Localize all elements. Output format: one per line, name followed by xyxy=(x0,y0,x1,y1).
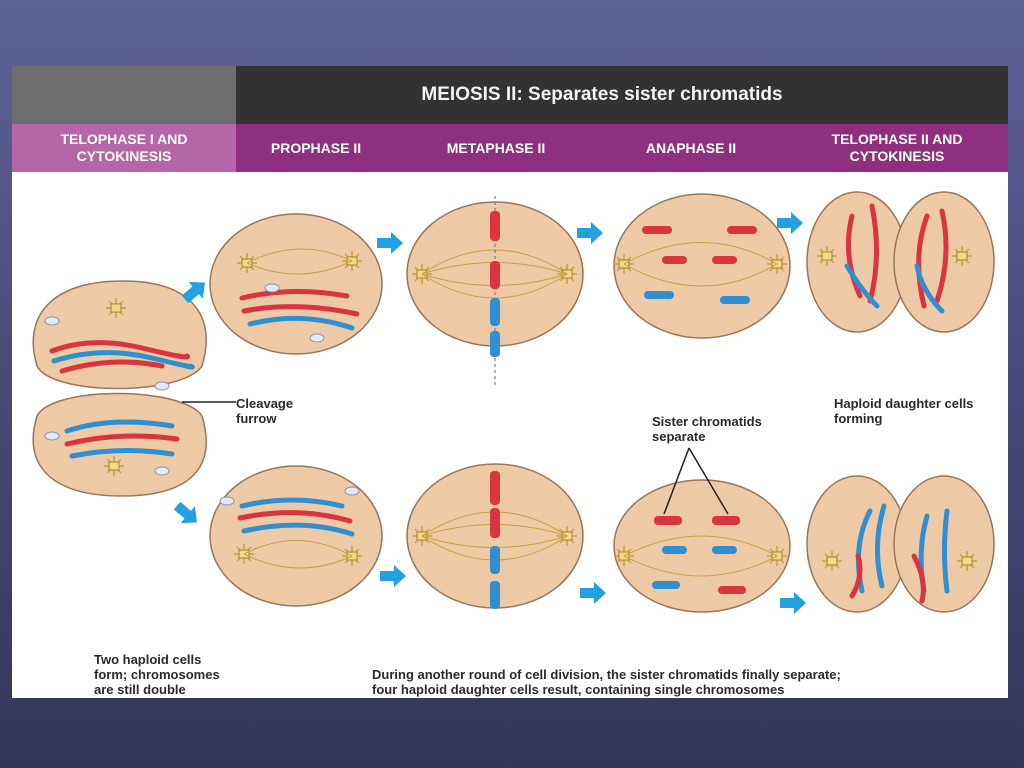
sister-line-2: separate xyxy=(652,429,706,444)
summary-line-1: During another round of cell division, t… xyxy=(372,667,841,682)
two-haploid-line-2: form; chromosomes xyxy=(94,667,220,682)
haploid-line-1: Haploid daughter cells xyxy=(834,396,974,411)
sister-line-1: Sister chromatids xyxy=(652,414,762,429)
sister-chromatids-pointer xyxy=(663,447,729,515)
telophase-ii-cells-top xyxy=(806,191,995,333)
two-haploid-label: Two haploid cells form; chromosomes are … xyxy=(94,652,220,697)
arrow-metaphase-to-anaphase-bottom xyxy=(580,582,606,604)
telophase-ii-cells-bottom xyxy=(806,475,995,613)
cleavage-furrow-line-2: furrow xyxy=(236,411,277,426)
prophase-ii-cell-top xyxy=(209,213,383,355)
arrow-prophase-to-metaphase-bottom xyxy=(380,565,406,587)
anaphase-ii-cell-bottom xyxy=(613,479,791,613)
stage-metaphase-ii: METAPHASE II xyxy=(446,139,546,156)
stage-prophase-ii: PROPHASE II xyxy=(270,139,362,156)
arrow-metaphase-to-anaphase-top xyxy=(577,222,603,244)
stage-anaphase-ii: ANAPHASE II xyxy=(645,139,737,156)
haploid-line-2: forming xyxy=(834,411,883,426)
arrow-anaphase-to-telophase-top xyxy=(777,212,803,234)
prophase-ii-cell-bottom xyxy=(209,465,383,607)
two-haploid-line-1: Two haploid cells xyxy=(94,652,202,667)
stage-telophase-i: TELOPHASE I AND CYTOKINESIS xyxy=(60,131,188,164)
telophase-i-cell-top xyxy=(32,280,207,391)
haploid-forming-label: Haploid daughter cells forming xyxy=(834,396,973,426)
arrow-telophase-to-prophase-bottom xyxy=(169,497,205,531)
stage-first-band xyxy=(12,124,236,172)
arrow-prophase-to-metaphase-top xyxy=(377,232,403,254)
cleavage-furrow-line-1: Cleavage xyxy=(236,396,294,411)
metaphase-ii-cell-top xyxy=(406,196,584,386)
header-title-band: MEIOSIS II: Separates sister chromatids xyxy=(236,66,1008,124)
two-haploid-line-3: are still double xyxy=(94,682,186,697)
telophase-i-cell-bottom xyxy=(32,392,207,497)
slide: MEIOSIS II: Separates sister chromatids … xyxy=(12,66,1008,698)
header-blank-band xyxy=(12,66,236,124)
summary-label: During another round of cell division, t… xyxy=(372,667,841,697)
metaphase-ii-cell-bottom xyxy=(406,463,584,609)
anaphase-ii-cell-top xyxy=(613,193,791,339)
meiosis-diagram xyxy=(32,191,995,614)
cleavage-furrow-label: Cleavage furrow xyxy=(236,396,293,426)
sister-chromatids-label: Sister chromatids separate xyxy=(652,414,762,444)
stage-telophase-ii: TELOPHASE II AND CYTOKINESIS xyxy=(831,131,963,164)
arrow-anaphase-to-telophase-bottom xyxy=(780,592,806,614)
summary-line-2: four haploid daughter cells result, cont… xyxy=(372,682,785,697)
page-title: MEIOSIS II: Separates sister chromatids xyxy=(421,84,783,105)
